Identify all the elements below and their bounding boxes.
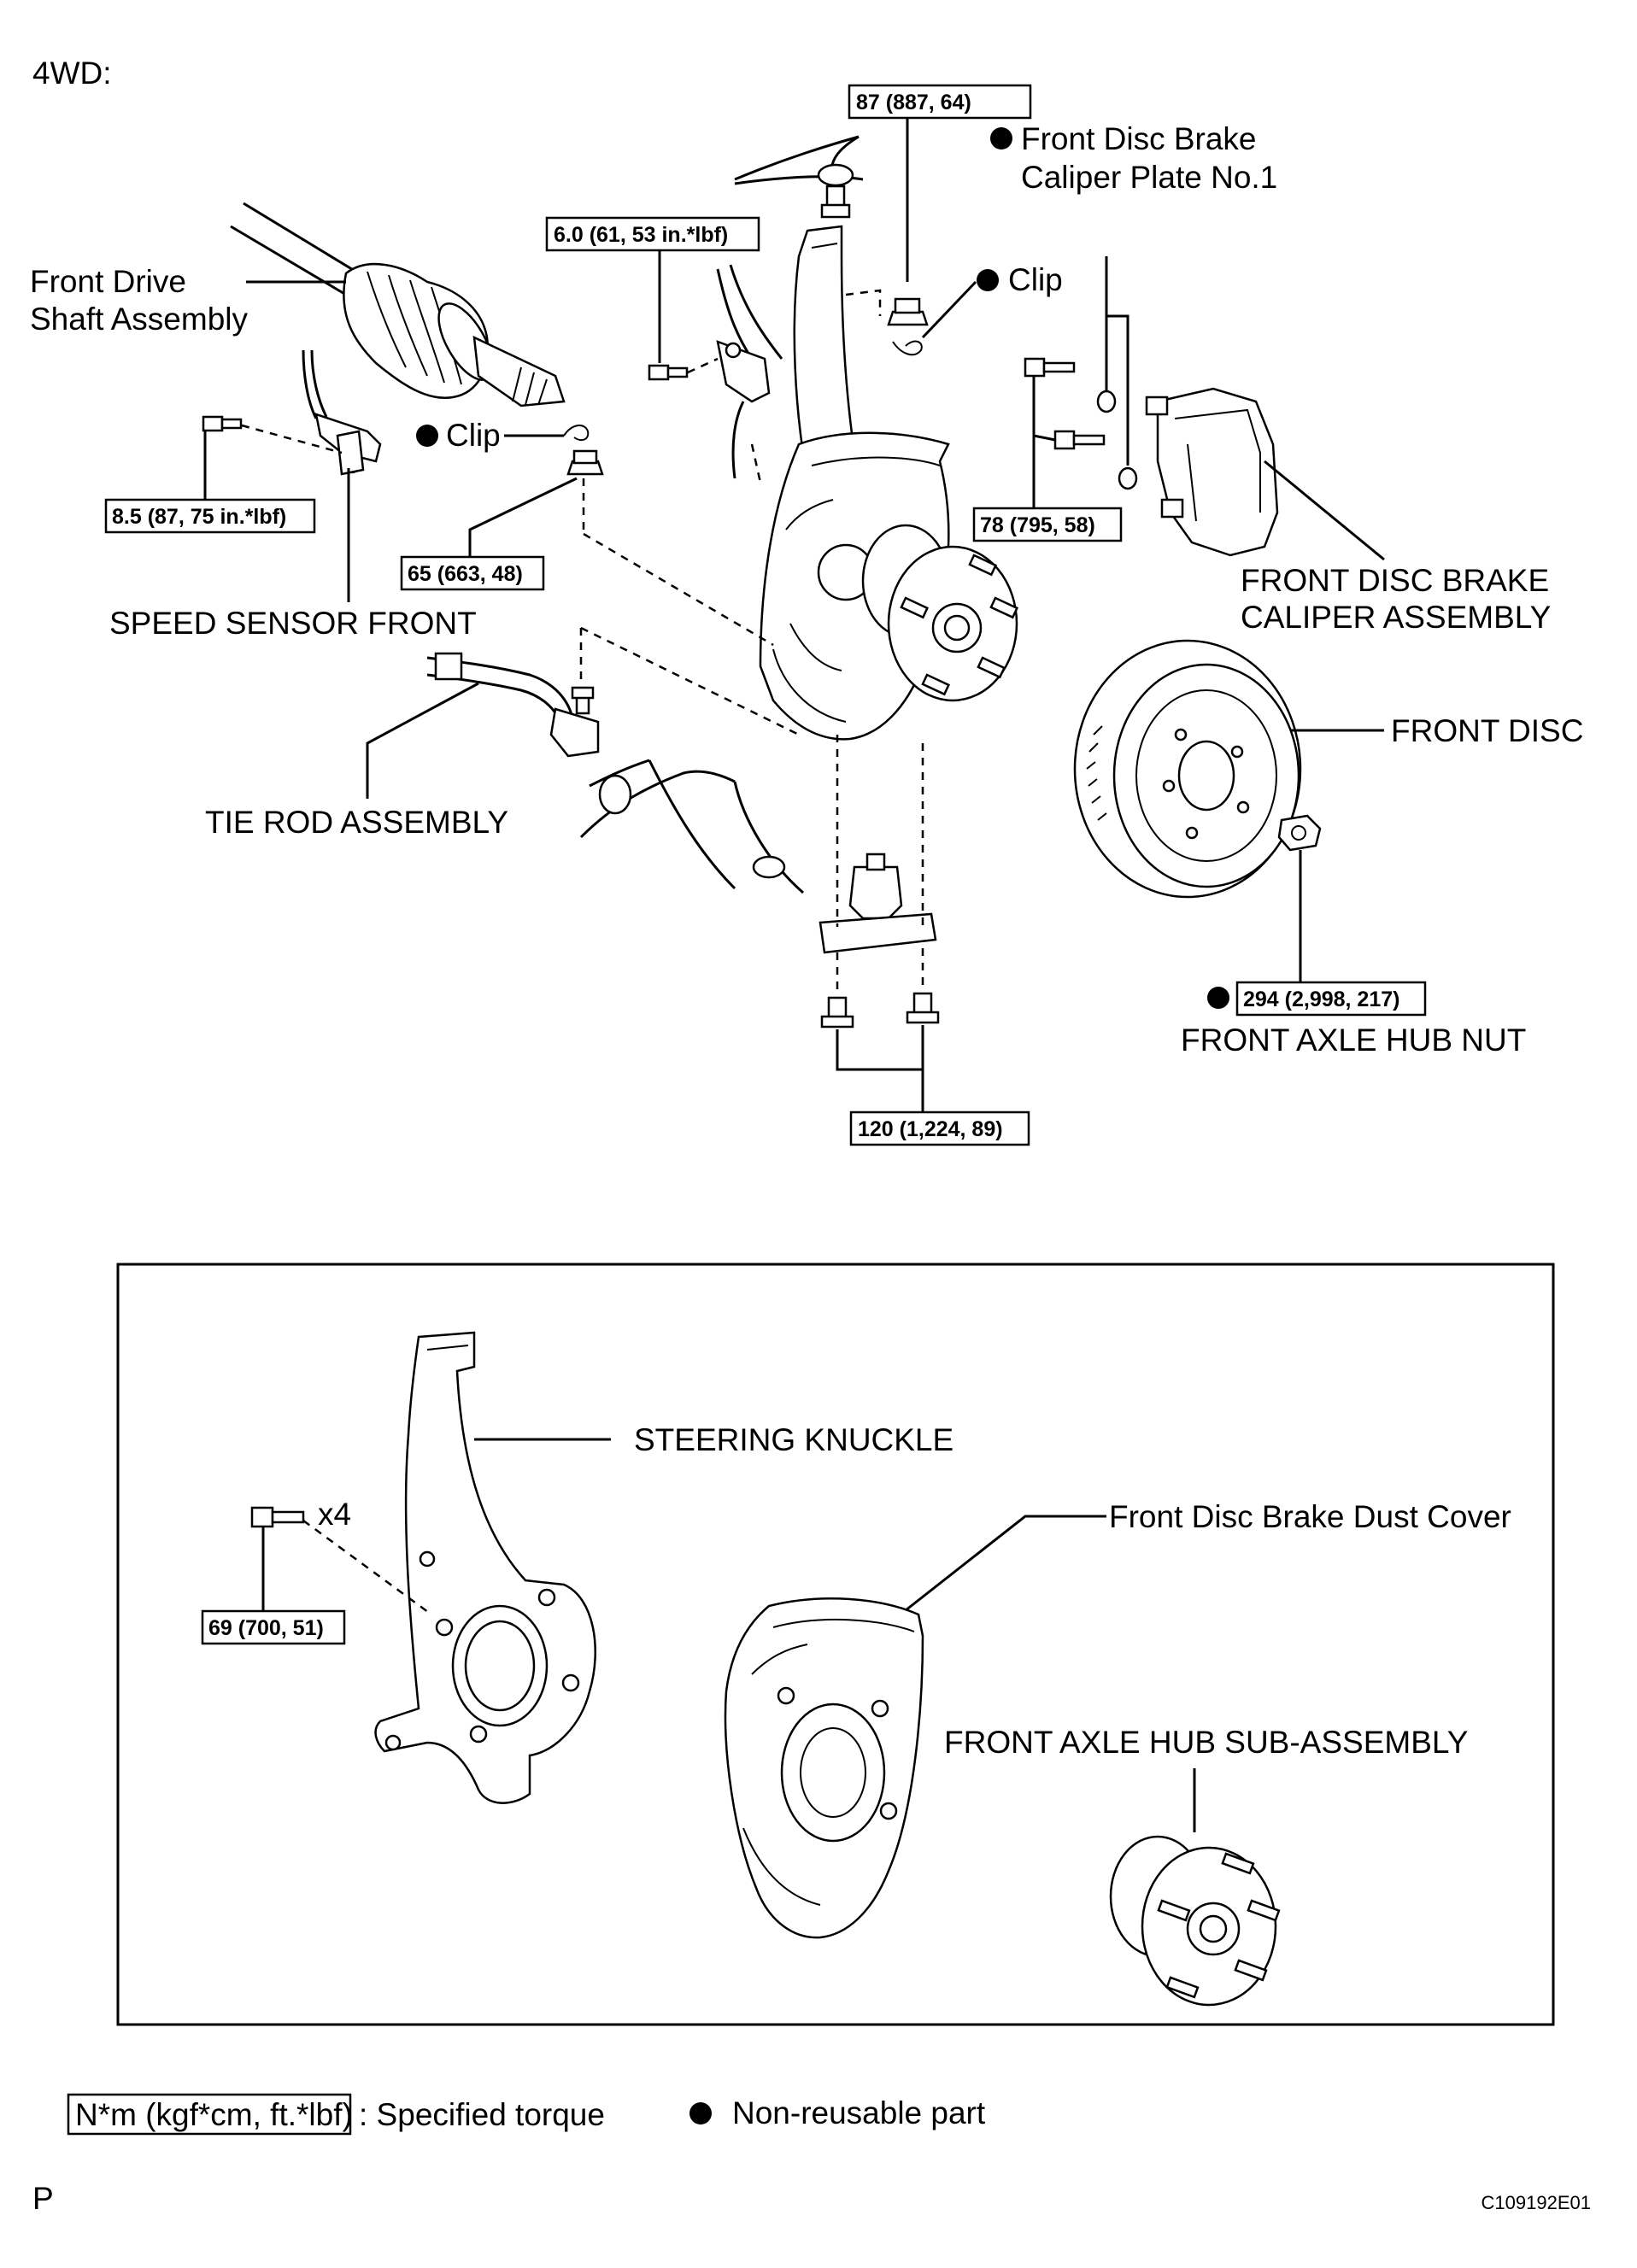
steering-knuckle-detail-drawing (374, 1331, 596, 1804)
torque-65: 65 (663, 48) (408, 562, 523, 586)
sensor-wire-bracket (716, 264, 783, 479)
front-disc-drawing (1073, 639, 1302, 899)
speed-sensor-bolt (202, 415, 243, 432)
clip-upper-label: Clip (1008, 262, 1063, 297)
drive-shaft-label-line2: Shaft Assembly (30, 302, 249, 337)
clip-lower-drawing (563, 425, 590, 442)
steering-knuckle-label: STEERING KNUCKLE (634, 1422, 953, 1457)
legend-torque-desc: : Specified torque (359, 2097, 605, 2132)
lower-arm-bolts (820, 992, 940, 1029)
torque-65-leader (468, 477, 578, 560)
tie-rod-leader (366, 682, 479, 799)
figure-id: C109192E01 (1482, 2192, 1591, 2213)
lower-arm-drawing (579, 759, 937, 954)
nonreusable-dot-hub-nut (1207, 987, 1229, 1009)
axle-hub-detail-drawing (1109, 1835, 1281, 2007)
hub-nut-drawing (1277, 814, 1322, 852)
dust-cover-label: Front Disc Brake Dust Cover (1109, 1499, 1511, 1534)
dust-cover-detail-drawing (724, 1597, 924, 1939)
tie-rod-label: TIE ROD ASSEMBLY (205, 805, 508, 840)
knuckle-bolt-detail (250, 1506, 305, 1528)
torque-box-87 (848, 84, 1032, 120)
torque-85: 8.5 (87, 75 in.*lbf) (112, 505, 286, 529)
speed-sensor-drawing (302, 349, 382, 476)
steering-knuckle-upper-drawing (793, 225, 856, 489)
torque-78-leader-a (1032, 376, 1056, 442)
nonreusable-dot-clip-upper (977, 269, 999, 291)
tie-rod-drawing (426, 652, 600, 758)
caliper-plate-label-line1: Front Disc Brake (1021, 121, 1257, 156)
detail-frame (116, 1263, 1555, 2026)
dust-cover-leader (905, 1515, 1106, 1612)
caliper-plate-label-line2: Caliper Plate No.1 (1021, 160, 1277, 195)
nonreusable-dot-clip-lower (416, 425, 438, 447)
torque-box-69 (201, 1609, 346, 1645)
torque-87: 87 (887, 64) (856, 91, 971, 114)
upper-arm-drawing (734, 135, 864, 219)
drive-shaft-drawing (230, 202, 566, 407)
caliper-assembly-label-line2: CALIPER ASSEMBLY (1241, 600, 1551, 635)
caliper-washer-2 (1118, 466, 1138, 490)
torque-120: 120 (1,224, 89) (858, 1117, 1003, 1141)
variant-label: 4WD: (32, 56, 112, 91)
speed-sensor-label: SPEED SENSOR FRONT (109, 606, 477, 641)
torque-box-85 (104, 498, 316, 534)
torque-box-78 (972, 507, 1123, 542)
torque-6: 6.0 (61, 53 in.*lbf) (554, 223, 728, 247)
torque-294: 294 (2,998, 217) (1243, 987, 1399, 1011)
washer-leader-1 (1105, 256, 1129, 384)
axle-hub-upper-drawing (861, 524, 1019, 702)
torque-69: 69 (700, 51) (208, 1616, 324, 1640)
legend-torque-box (67, 2093, 352, 2136)
clip-lower-label: Clip (446, 418, 501, 453)
legend-nonreusable-dot (689, 2102, 712, 2124)
footer-code: P (32, 2181, 54, 2216)
tie-rod-nut (566, 449, 604, 476)
front-disc-label: FRONT DISC (1391, 713, 1583, 748)
knuckle-dash-1 (845, 289, 882, 316)
nonreusable-dot-caliper-plate (990, 127, 1012, 149)
hub-nut-label: FRONT AXLE HUB NUT (1181, 1023, 1526, 1058)
knuckle-dash-2 (750, 443, 762, 483)
bolt-count-label: x4 (318, 1497, 351, 1532)
drive-shaft-label-line1: Front Drive (30, 264, 186, 299)
legend-nonreusable: Non-reusable part (732, 2095, 986, 2130)
torque-78: 78 (795, 58) (980, 513, 1095, 537)
axle-hub-label: FRONT AXLE HUB SUB-ASSEMBLY (944, 1725, 1468, 1760)
torque-box-120 (849, 1111, 1030, 1146)
torque-box-294 (1235, 981, 1427, 1017)
sensor-bracket-bolt (648, 364, 689, 381)
knuckle-nut-upper (887, 297, 929, 326)
caliper-assembly-leader (1264, 460, 1385, 561)
clip-upper-drawing (892, 340, 923, 356)
torque-120-bracket (836, 1025, 924, 1071)
caliper-assembly-label-line1: FRONT DISC BRAKE (1241, 563, 1549, 598)
caliper-assembly-drawing (1145, 387, 1279, 557)
torque-box-65 (400, 555, 545, 591)
torque-box-6 (545, 216, 760, 252)
legend-torque-unit: N*m (kgf*cm, ft.*lbf) (75, 2097, 353, 2132)
caliper-washer-1 (1096, 390, 1117, 413)
